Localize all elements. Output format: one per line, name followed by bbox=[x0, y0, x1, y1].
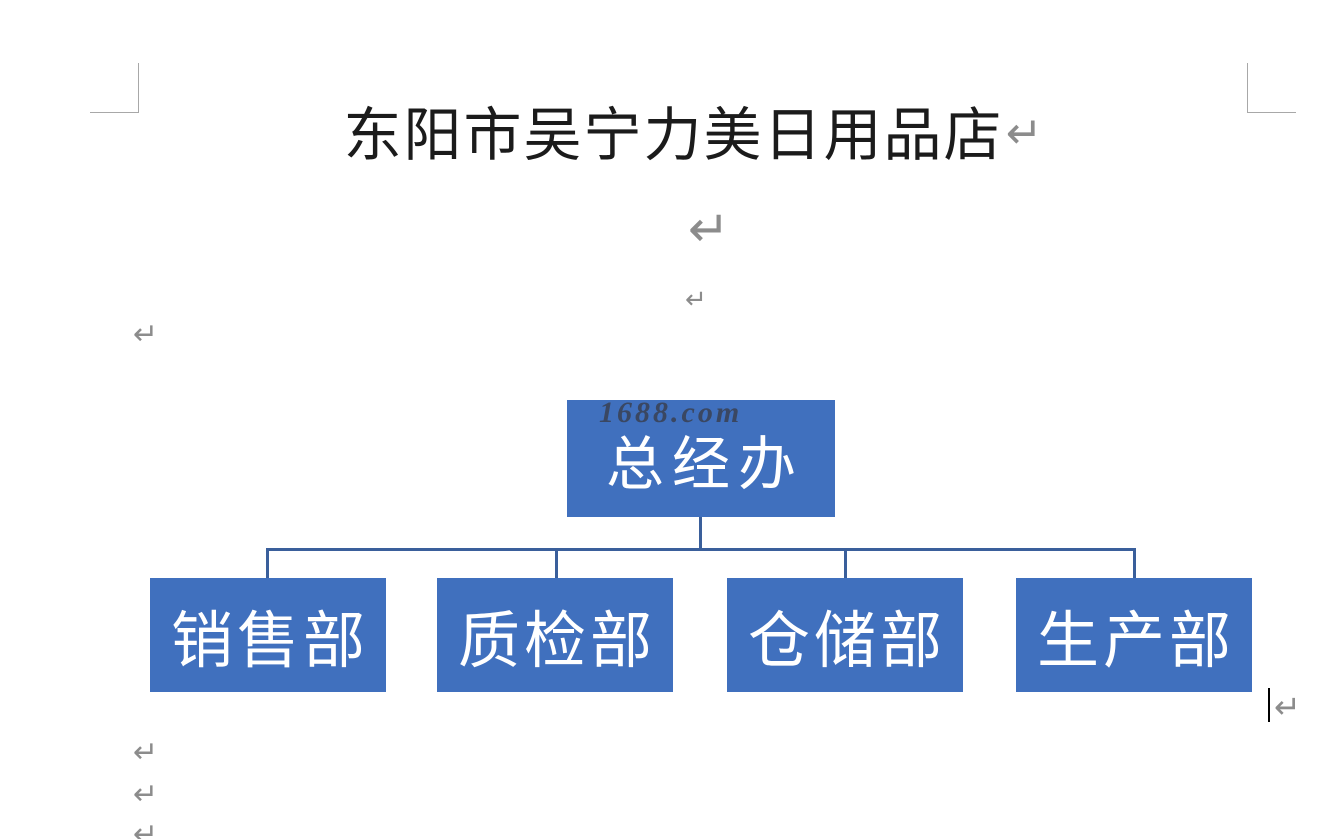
org-connector-horizontal bbox=[266, 548, 1136, 551]
text-boundary-corner-top-right bbox=[1247, 63, 1296, 113]
title-line: 东阳市吴宁力美日用品店 ↵ bbox=[138, 100, 1248, 173]
paragraph-mark-icon: ↵ bbox=[133, 318, 159, 351]
paragraph-mark-icon: ↵ bbox=[133, 778, 159, 811]
paragraph-mark-icon: ↵ bbox=[1274, 689, 1301, 725]
org-connector-drop bbox=[555, 548, 558, 578]
org-connector-drop bbox=[844, 548, 847, 578]
org-connector-drop bbox=[1133, 548, 1136, 578]
paragraph-mark-icon: ↵ bbox=[685, 284, 707, 314]
document-title[interactable]: 东阳市吴宁力美日用品店 bbox=[343, 103, 1004, 168]
org-connector-drop bbox=[266, 548, 269, 578]
org-connector-stem bbox=[699, 517, 702, 550]
text-cursor bbox=[1268, 688, 1270, 722]
org-node-production[interactable]: 生产部 bbox=[1016, 578, 1252, 692]
org-node-sales[interactable]: 销售部 bbox=[150, 578, 386, 692]
watermark-text: 1688.com bbox=[599, 396, 743, 429]
org-node-quality[interactable]: 质检部 bbox=[437, 578, 673, 692]
paragraph-mark-icon: ↵ bbox=[133, 818, 159, 839]
text-boundary-corner-top-left bbox=[90, 63, 139, 113]
paragraph-mark-icon: ↵ bbox=[133, 736, 159, 769]
org-node-root[interactable]: 总经办 bbox=[567, 400, 835, 517]
paragraph-mark-icon: ↵ bbox=[1005, 108, 1043, 158]
org-node-warehouse[interactable]: 仓储部 bbox=[727, 578, 963, 692]
paragraph-mark-icon: ↵ bbox=[688, 201, 730, 257]
